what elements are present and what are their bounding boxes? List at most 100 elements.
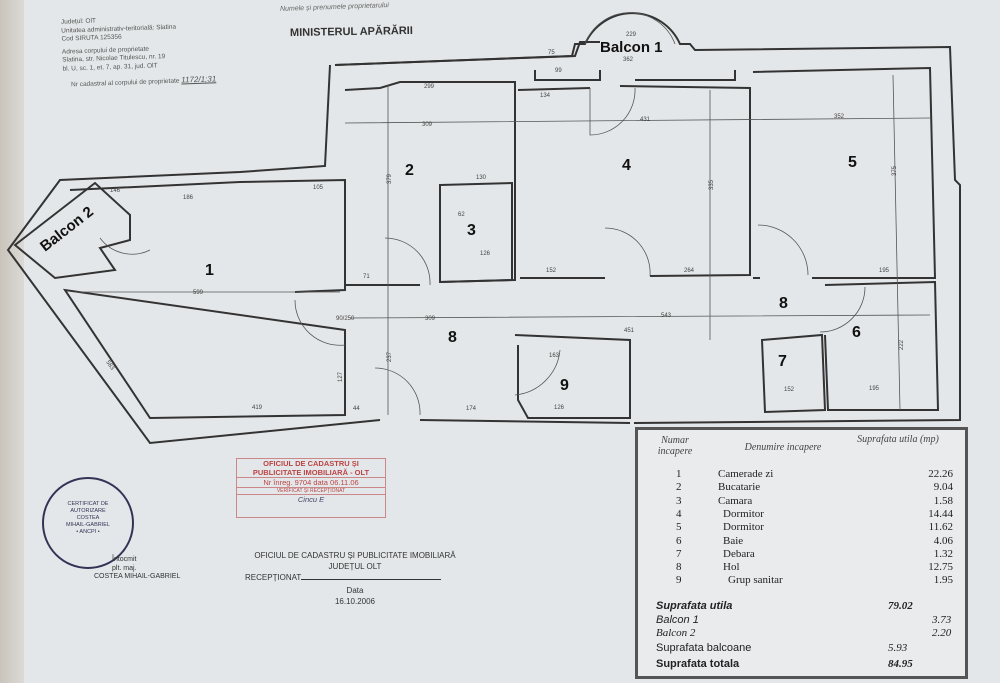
dim-label: 543 — [661, 313, 672, 319]
door-arc — [604, 227, 651, 277]
dim-label: 152 — [546, 268, 557, 274]
dim-label: 352 — [834, 114, 845, 120]
dim-label: 237 — [387, 351, 393, 362]
room-label: 8 — [448, 329, 457, 346]
dim-label: 105 — [313, 185, 324, 191]
photo-edge — [0, 0, 24, 683]
reception-office: OFICIUL DE CADASTRU ȘI PUBLICITATE IMOBI… — [254, 551, 456, 560]
header-number: Numar incapere — [657, 435, 693, 457]
dim-label: 163 — [549, 353, 560, 359]
dim-label: 127 — [338, 371, 344, 382]
balcony-arch — [584, 12, 676, 45]
dim-label: 126 — [554, 405, 565, 411]
room-area: 1.58 — [933, 494, 953, 507]
balconies-area-value: 5.93 — [888, 642, 908, 654]
stamp-line1: OFICIUL DE CADASTRU ȘI — [263, 459, 359, 468]
room-number: 8 — [676, 561, 682, 574]
room-number: 4 — [676, 507, 682, 520]
door-arc — [757, 224, 809, 276]
room-6-walls — [824, 280, 940, 411]
surveyor-rank: plt. maj. — [112, 564, 137, 572]
table-row: 6 Baie 4.06 — [638, 535, 965, 548]
balcony1-wall — [534, 70, 736, 81]
dim-label: 62 — [458, 212, 465, 218]
room-label: 8 — [779, 295, 788, 312]
room-label: 3 — [467, 222, 476, 239]
dim-label: 90/250 — [336, 316, 355, 322]
room-area-table: Numar incapere Denumire incapere Suprafa… — [635, 427, 968, 679]
dim-label: 99 — [555, 68, 562, 74]
room-name: Grup sanitar — [728, 574, 783, 587]
dim-label: 451 — [624, 328, 635, 334]
room-7-walls — [760, 333, 827, 414]
balcon2-value: 2.20 — [932, 627, 952, 639]
balcony2-walls — [13, 181, 131, 280]
door-arc — [294, 299, 346, 346]
stamp-verified: VERIFICAT ȘI RECEPȚIONAT — [237, 488, 385, 495]
dim-label: 309 — [425, 316, 436, 322]
header-name: Denumire incapere — [744, 442, 822, 453]
dim-label: 75 — [548, 50, 555, 56]
table-row: 8 Hol 12.75 — [638, 561, 965, 574]
stamp-signer: Cincu E — [297, 495, 325, 504]
useful-area-value: 79.02 — [888, 600, 913, 612]
room-number: 3 — [676, 494, 682, 507]
dim-label: 379 — [387, 173, 393, 184]
room-name: Baie — [723, 534, 744, 547]
room-label: 1 — [205, 262, 214, 279]
table-row: 4 Dormitor 14.44 — [638, 508, 965, 521]
room-number: 2 — [676, 481, 682, 494]
dim-label: 583 — [104, 360, 115, 372]
room-label: 6 — [852, 324, 861, 341]
balcon1-value: 3.73 — [932, 614, 952, 626]
room-number: 9 — [676, 574, 682, 587]
dim-label: 375 — [892, 165, 898, 176]
outer-wall — [334, 41, 600, 66]
room-name: Hol — [723, 561, 740, 574]
dim-label: 174 — [466, 406, 477, 412]
door-arc — [514, 349, 561, 396]
dim-label: 71 — [363, 274, 370, 280]
door-arc — [99, 237, 151, 255]
room-4-walls — [517, 85, 751, 279]
dim-label: 264 — [684, 268, 695, 274]
balcon1-label: Balcon 1 — [656, 614, 699, 626]
header-area: Suprafata utila (mp) — [857, 434, 939, 445]
dim-label: 599 — [193, 290, 204, 296]
room-name: Dormitor — [723, 507, 764, 520]
room-area: 9.04 — [933, 481, 953, 494]
room-5-walls — [752, 66, 937, 279]
dim-label: 146 — [110, 188, 121, 194]
room-number: 5 — [676, 521, 682, 534]
dim-label: 222 — [899, 339, 905, 350]
surveyor-block: Întocmit plt. maj. COSTEA MIHAIL-GABRIEL — [94, 556, 180, 582]
stamp-registration: Nr înreg. 9704 data 06.11.06 — [237, 478, 385, 488]
dim-label: 299 — [424, 84, 435, 90]
balcony-label: Balcon 2 — [37, 203, 97, 255]
table-row: 5 Dormitor 11.62 — [638, 521, 965, 534]
useful-area-label: Suprafata utila — [656, 600, 733, 612]
room-label: 4 — [622, 157, 631, 174]
balconies-area-label: Suprafata balcoane — [656, 642, 752, 654]
table-row: 3 Camara 1.58 — [638, 495, 965, 508]
room-area: 14.44 — [928, 507, 953, 520]
door-arc — [384, 237, 431, 286]
door-arc — [374, 367, 421, 416]
dim-label: 126 — [480, 251, 491, 257]
cadastre-stamp: OFICIUL DE CADASTRU ȘI PUBLICITATE IMOBI… — [236, 458, 386, 518]
dim-label: 309 — [422, 122, 433, 128]
room-label: 2 — [405, 162, 414, 179]
total-area-value: 84.95 — [888, 658, 913, 670]
room-name: Camerade zi — [718, 468, 774, 480]
table-row: 9 Grup sanitar 1.95 — [638, 574, 965, 587]
table-row: 2 Bucatarie 9.04 — [638, 481, 965, 494]
door-arc — [589, 87, 636, 136]
room-9-walls — [514, 334, 631, 419]
dim-label: 195 — [869, 386, 880, 392]
table-row: 7 Debara 1.32 — [638, 548, 965, 561]
reception-county: JUDEȚUL OLT — [328, 562, 382, 571]
reception-block: OFICIUL DE CADASTRU ȘI PUBLICITATE IMOBI… — [240, 550, 470, 607]
room-number: 7 — [676, 547, 682, 560]
room-label: 7 — [778, 353, 787, 370]
received-label: RECEPȚIONAT — [245, 573, 302, 582]
